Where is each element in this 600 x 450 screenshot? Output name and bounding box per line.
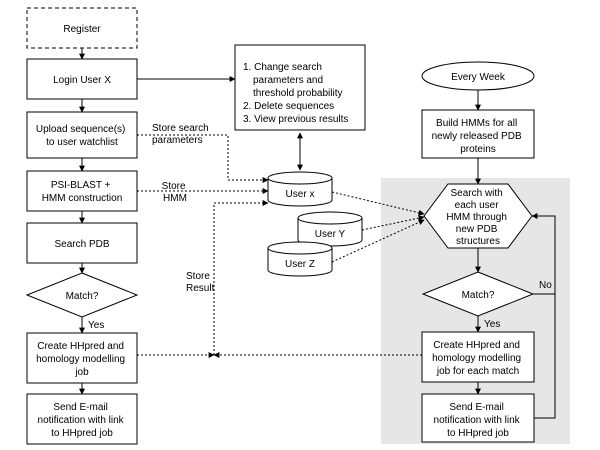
login-label: Login User X xyxy=(53,75,111,86)
upload-box xyxy=(26,111,138,159)
no-label: No xyxy=(539,280,552,291)
search-pdb-label: Search PDB xyxy=(54,239,109,250)
user-y-label: User Y xyxy=(315,229,346,240)
email-label-left: Send E-mail notification with link to HH… xyxy=(38,402,127,439)
create-job-box-left xyxy=(26,332,138,384)
store-result-label: Store Result xyxy=(186,271,215,294)
search-hexagon-label: Search with each user HMM through new PD… xyxy=(446,188,509,247)
email-box-right xyxy=(421,393,535,443)
options-list: 1. Change search parameters and threshol… xyxy=(243,62,348,125)
email-label-right: Send E-mail notification with link to HH… xyxy=(434,402,523,439)
create-job-box-right xyxy=(421,331,535,383)
database-user-x: User x xyxy=(267,171,333,207)
yes-label-left: Yes xyxy=(88,320,104,331)
create-job-label-left: Create HHpred and homology modelling job xyxy=(36,341,128,378)
store-result-arrow xyxy=(213,200,269,355)
upload-label: Upload sequence(s) to user watchlist xyxy=(36,124,128,148)
loop-back-arrow xyxy=(531,213,556,419)
match-label-left: Match? xyxy=(66,291,99,302)
store-params-arrow xyxy=(137,134,269,183)
user-z-label: User Z xyxy=(285,259,315,270)
store-params-label: Store search parameters xyxy=(152,123,211,146)
database-user-z: User Z xyxy=(267,241,333,277)
build-hmms-label: Build HMMs for all newly released PDB pr… xyxy=(432,118,525,155)
options-box xyxy=(234,44,366,131)
every-week-label: Every Week xyxy=(451,72,506,83)
psiblast-label: PSI-BLAST + HMM construction xyxy=(42,180,123,204)
store-hmm-label: Store HMM xyxy=(162,181,189,204)
yes-label-right: Yes xyxy=(484,319,500,330)
create-job-label-right: Create HHpred and homology modelling job… xyxy=(432,340,524,377)
register-label: Register xyxy=(63,24,101,35)
db-to-search-arrows xyxy=(331,191,425,263)
user-x-label: User x xyxy=(286,189,315,200)
register-box xyxy=(26,7,138,49)
psiblast-box xyxy=(26,170,138,212)
database-user-y: User Y xyxy=(297,211,363,247)
match-label-right: Match? xyxy=(462,290,495,301)
